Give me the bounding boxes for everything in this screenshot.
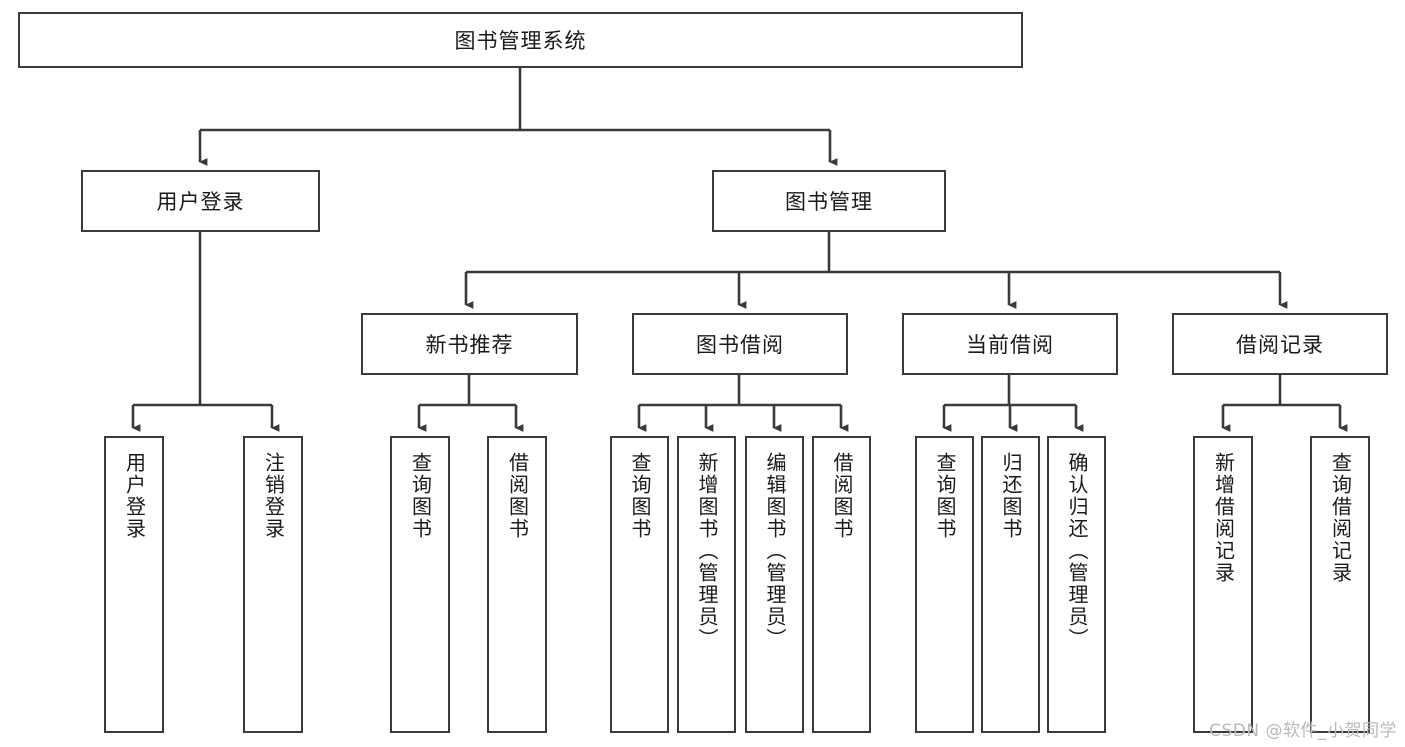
leaf-borrow-edit-book[interactable]: 编辑图书（管理员） xyxy=(745,436,804,733)
node-book-borrow[interactable]: 图书借阅 xyxy=(632,313,848,375)
leaf-current-query-book[interactable]: 查询图书 xyxy=(915,436,974,733)
node-label: 归还图书 xyxy=(999,452,1023,540)
leaf-current-return-book[interactable]: 归还图书 xyxy=(981,436,1040,733)
node-label: 新书推荐 xyxy=(425,333,514,357)
leaf-record-add[interactable]: 新增借阅记录 xyxy=(1193,436,1253,733)
node-label: 注销登录 xyxy=(261,452,286,540)
node-label: 新增图书（管理员） xyxy=(695,452,719,650)
node-label: 当前借阅 xyxy=(966,333,1054,357)
leaf-borrow-borrow-book[interactable]: 借阅图书 xyxy=(812,436,871,733)
node-label: 借阅图书 xyxy=(505,452,530,540)
node-current-borrow[interactable]: 当前借阅 xyxy=(902,313,1118,375)
leaf-record-query[interactable]: 查询借阅记录 xyxy=(1310,436,1370,733)
leaf-new-book-borrow[interactable]: 借阅图书 xyxy=(487,436,547,733)
node-label: 查询图书 xyxy=(628,452,652,540)
node-label: 图书管理系统 xyxy=(454,29,587,53)
leaf-user-login-login[interactable]: 用户登录 xyxy=(104,436,164,733)
leaf-current-confirm-return[interactable]: 确认归还（管理员） xyxy=(1047,436,1106,733)
node-label: 图书借阅 xyxy=(696,333,784,357)
leaf-new-book-query[interactable]: 查询图书 xyxy=(390,436,450,733)
leaf-user-login-logout[interactable]: 注销登录 xyxy=(243,436,303,733)
node-label: 编辑图书（管理员） xyxy=(763,452,787,650)
node-new-book-recommend[interactable]: 新书推荐 xyxy=(361,313,578,375)
node-label: 借阅记录 xyxy=(1236,333,1324,357)
node-label: 图书管理 xyxy=(785,190,873,214)
node-root-system[interactable]: 图书管理系统 xyxy=(18,12,1023,68)
node-label: 查询图书 xyxy=(408,452,433,540)
node-label: 借阅图书 xyxy=(830,452,854,540)
node-borrow-record[interactable]: 借阅记录 xyxy=(1172,313,1388,375)
node-label: 查询借阅记录 xyxy=(1328,452,1353,584)
node-label: 用户登录 xyxy=(122,452,147,540)
node-user-login[interactable]: 用户登录 xyxy=(81,170,320,232)
node-book-management[interactable]: 图书管理 xyxy=(712,170,946,232)
node-label: 确认归还（管理员） xyxy=(1065,452,1089,650)
node-label: 新增借阅记录 xyxy=(1211,452,1236,584)
leaf-borrow-query-book[interactable]: 查询图书 xyxy=(610,436,669,733)
node-label: 用户登录 xyxy=(156,190,245,214)
node-label: 查询图书 xyxy=(933,452,957,540)
watermark-text: CSDN @软件_小贺同学 xyxy=(1209,721,1397,741)
leaf-borrow-add-book[interactable]: 新增图书（管理员） xyxy=(677,436,736,733)
